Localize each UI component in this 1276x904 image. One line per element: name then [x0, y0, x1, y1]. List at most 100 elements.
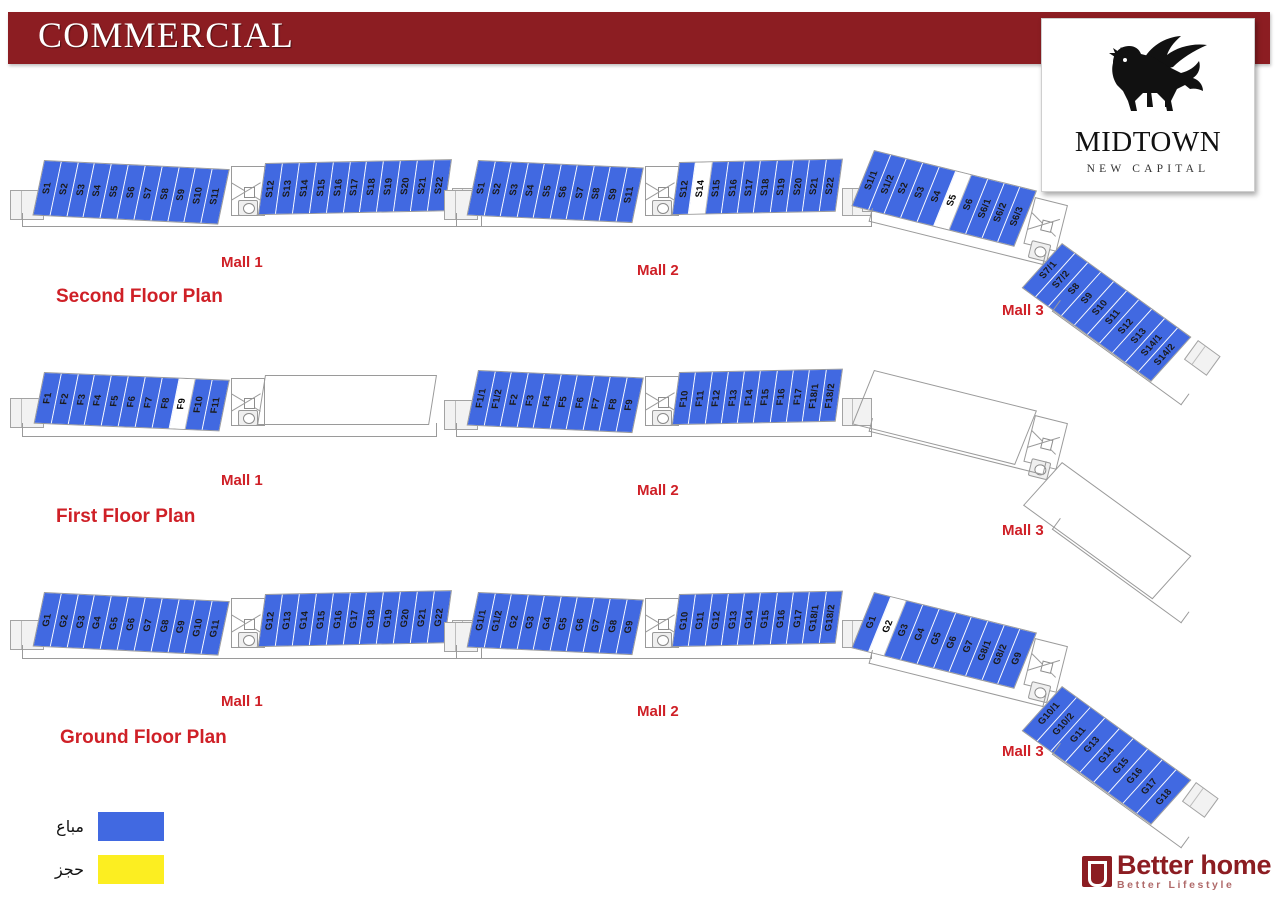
corridor-first-mall2: [456, 423, 872, 437]
unit-label: S1: [474, 181, 488, 195]
unit-label: F18/1: [807, 382, 822, 409]
unit-label: S17: [348, 178, 362, 197]
mall-label-second-mall3: Mall 3: [1002, 302, 1044, 319]
endcap-first-mall2-right: [842, 398, 872, 426]
logo-wordmark: MIDTOWN: [1074, 126, 1222, 158]
lift-ground-mall2: [652, 632, 672, 648]
unit-label: F10: [677, 389, 691, 408]
unit-label: S7: [141, 186, 155, 200]
unit-label: F14: [742, 388, 756, 406]
page-title: COMMERCIAL: [38, 15, 295, 55]
unit-label: S4: [90, 184, 105, 197]
unit-label: F9: [175, 397, 189, 410]
better-home-mark-icon: [1082, 855, 1112, 887]
unit-label: F1/1: [473, 388, 489, 409]
mall-label-first-mall2: Mall 2: [637, 482, 679, 499]
unit-label: S8: [589, 187, 604, 200]
unit-label: G4: [540, 616, 554, 630]
unit-label: G10: [677, 610, 691, 630]
unit-label: S6: [556, 185, 571, 199]
unit-label: F10: [191, 395, 207, 414]
empty-area-first-mall3-b: [1022, 462, 1192, 600]
mall-label-second-mall2: Mall 2: [637, 262, 679, 279]
unit-label: F11: [693, 389, 707, 407]
unit-label: F1/2: [490, 388, 506, 409]
corridor-ground-mall2: [456, 645, 872, 659]
unit-label: G16: [331, 609, 345, 629]
unit-label: S6: [124, 186, 138, 199]
unit-label: G5: [107, 616, 122, 630]
unit-label: S9: [606, 187, 620, 201]
unit-label: F17: [791, 387, 805, 405]
unit-label: G5: [928, 630, 944, 646]
unit-label: G5: [556, 617, 571, 631]
unit-label: G3: [73, 614, 88, 629]
corridor-second-mall2: [456, 213, 872, 227]
unit-label: S14: [693, 179, 707, 197]
unit-label: S3: [507, 183, 521, 196]
unit-label: S4: [928, 189, 944, 204]
unit-label: S9: [174, 188, 189, 201]
unit-label: S19: [381, 177, 396, 196]
unit-label: F4: [91, 394, 105, 407]
unit-label: F18/2: [823, 382, 838, 409]
unit-label: S18: [758, 177, 773, 196]
unit-label: G15: [758, 609, 773, 629]
unit-label: S21: [415, 176, 430, 195]
unit-label: F6: [573, 396, 587, 409]
unit-label: S12: [263, 179, 278, 198]
unit-label: S20: [398, 177, 413, 195]
unit-label: S12: [677, 179, 691, 198]
unit-label: G18/1: [806, 604, 822, 632]
better-home-name: Better home: [1117, 850, 1272, 880]
endcap-ground-mall3-right: [1181, 782, 1219, 818]
unit-label: G6: [944, 634, 961, 650]
mall-label-first-mall3: Mall 3: [1002, 522, 1044, 539]
unit-label: S18: [365, 177, 379, 196]
unit-label: S16: [726, 178, 740, 197]
unit-label: G8: [606, 619, 620, 633]
unit-label: G15: [314, 609, 328, 629]
better-home-tagline: Better Lifestyle: [1117, 879, 1235, 891]
unit-label: F4: [540, 395, 554, 408]
unit-label: F2: [57, 392, 72, 405]
mall-label-ground-mall3: Mall 3: [1002, 743, 1044, 760]
unit-label: S17: [742, 178, 756, 196]
unit-label: G18/2: [823, 603, 838, 631]
unit-label: G20: [398, 608, 413, 627]
mall-label-ground-mall2: Mall 2: [637, 703, 679, 720]
unit-label: G11: [207, 618, 223, 638]
unit-label: G12: [263, 610, 278, 630]
unit-label: F11: [208, 396, 223, 414]
unit-label: S2: [896, 181, 912, 196]
endcap-second-mall3-right: [1183, 340, 1221, 376]
floor-title-ground: Ground Floor Plan: [60, 727, 227, 748]
unit-label: G1: [863, 614, 880, 630]
unit-label: F7: [141, 396, 156, 409]
unit-label: S2: [57, 182, 71, 196]
corridor-first-mall1: [22, 423, 437, 437]
unit-label: S15: [709, 178, 724, 197]
unit-label: F3: [74, 393, 88, 406]
unit-label: G1: [40, 612, 55, 627]
unit-label: G6: [573, 617, 587, 632]
unit-label: G19: [381, 608, 396, 628]
unit-label: G16: [774, 608, 789, 628]
unit-label: G9: [174, 619, 189, 634]
legend-label-sold: مباع: [56, 817, 84, 836]
unit-label: S10: [190, 186, 206, 205]
unit-label: S13: [280, 179, 294, 198]
unit-label: F1: [41, 392, 55, 405]
unit-label: F5: [108, 395, 122, 407]
unit-label: G11: [693, 610, 708, 630]
unit-label: S3: [73, 183, 88, 197]
unit-label: F8: [606, 398, 620, 411]
unit-label: G17: [348, 609, 362, 629]
floor-title-second: Second Floor Plan: [56, 286, 223, 307]
unit-label: F15: [758, 388, 773, 406]
legend: مباع حجز: [28, 812, 164, 898]
